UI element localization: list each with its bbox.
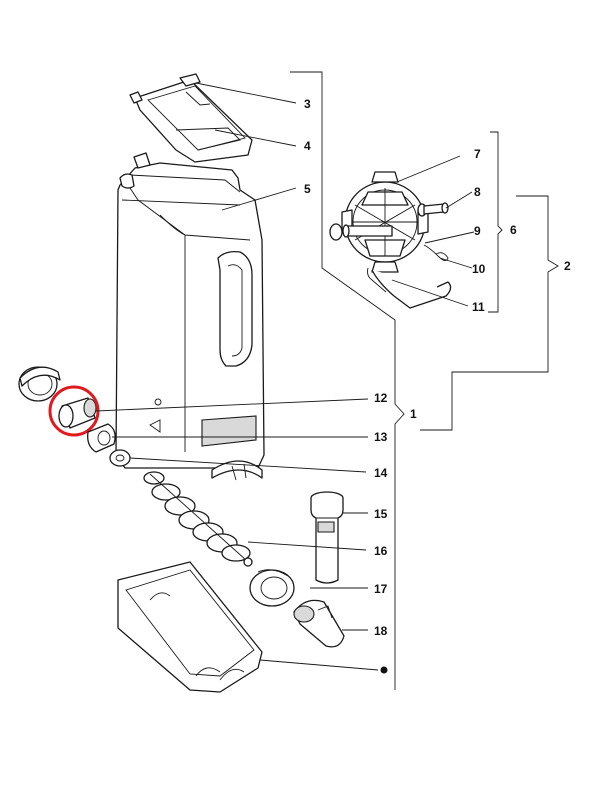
wire-rod[interactable] xyxy=(367,267,452,309)
agitator-shaft[interactable] xyxy=(329,223,393,241)
callout-1: 1 xyxy=(410,407,417,421)
assembly-brackets xyxy=(290,71,559,690)
agitator-wheel[interactable] xyxy=(341,171,429,273)
drip-tray[interactable] xyxy=(117,561,263,693)
callout-2: 2 xyxy=(564,259,571,273)
agitator-pin[interactable] xyxy=(417,202,449,217)
hopper-lid[interactable] xyxy=(129,73,253,163)
tray-bullet xyxy=(380,666,388,674)
callout-13: 13 xyxy=(374,430,388,444)
callout-10: 10 xyxy=(472,262,486,276)
callout-6: 6 xyxy=(510,223,517,237)
spout[interactable] xyxy=(293,599,345,648)
callout-18: 18 xyxy=(374,624,388,638)
auger-nut[interactable] xyxy=(18,366,61,402)
lid-hinge xyxy=(119,152,151,189)
callout-5: 5 xyxy=(304,182,311,196)
outlet-tube[interactable] xyxy=(310,491,344,584)
callout-14: 14 xyxy=(374,466,388,480)
callout-8: 8 xyxy=(474,185,481,199)
callout-9: 9 xyxy=(474,224,481,238)
hopper-body[interactable] xyxy=(115,162,265,481)
callout-16: 16 xyxy=(374,544,388,558)
drive-gear[interactable] xyxy=(87,423,116,453)
outlet-ring[interactable] xyxy=(249,569,295,607)
callout-17: 17 xyxy=(374,582,388,596)
leader-lines xyxy=(95,82,475,671)
washer[interactable] xyxy=(109,449,131,467)
callout-12: 12 xyxy=(374,391,388,405)
spring-clip[interactable] xyxy=(423,244,449,261)
callout-4: 4 xyxy=(304,139,311,153)
callout-11: 11 xyxy=(472,300,485,314)
callout-15: 15 xyxy=(374,507,388,521)
auger-screw[interactable] xyxy=(143,471,253,567)
callout-3: 3 xyxy=(304,97,311,111)
callout-7: 7 xyxy=(474,147,481,161)
callout-labels: 3 4 5 7 8 9 6 2 10 11 12 1 13 14 15 16 1… xyxy=(304,97,571,638)
bearing-bush[interactable] xyxy=(58,397,97,429)
